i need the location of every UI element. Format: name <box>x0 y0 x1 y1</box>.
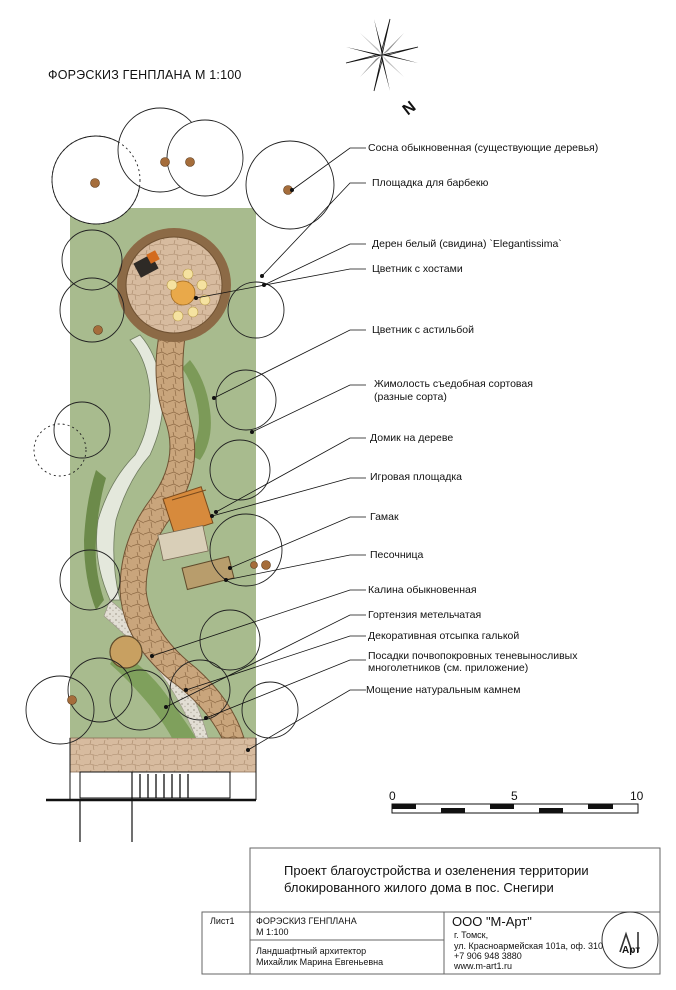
label-astilbe-bed: Цветник с астильбой <box>372 324 474 336</box>
project-title-line1: Проект благоустройства и озеленения терр… <box>284 863 589 878</box>
label-leaders <box>151 147 366 751</box>
label-honeysuckle-varieties: (разные сорта) <box>374 391 447 403</box>
label-honeysuckle: Жимолость съедобная сортовая <box>374 378 533 390</box>
compass-rose-icon <box>345 18 419 92</box>
stamp-author: Михайлик Марина Евгеньевна <box>256 957 384 967</box>
leader-arrows <box>150 188 294 752</box>
scale-bar <box>391 803 639 814</box>
stamp-phone: +7 906 948 3880 <box>454 951 522 961</box>
stamp-site: www.m-art1.ru <box>454 961 513 971</box>
title-block-frame <box>201 847 661 975</box>
label-viburnum: Калина обыкновенная <box>368 584 477 596</box>
stamp-sheet-title: ФОРЭСКИЗ ГЕНПЛАНА <box>256 916 357 926</box>
label-stone-paving: Мощение натуральным камнем <box>366 684 521 696</box>
page-title: ФОРЭСКИЗ ГЕНПЛАНА М 1:100 <box>48 68 242 82</box>
stone-paving <box>69 737 257 773</box>
garden-path <box>119 329 245 739</box>
label-treehouse: Домик на дереве <box>370 432 454 444</box>
tree-trunks <box>67 157 293 705</box>
round-bed <box>109 635 143 669</box>
stamp-role: Ландшафтный архитектор <box>256 946 367 956</box>
scale-tick-0: 0 <box>389 789 396 803</box>
company-logo-icon <box>601 911 659 969</box>
stamp-company: ООО "М-Арт" <box>452 914 532 929</box>
label-bbq: Площадка для барбекю <box>372 177 489 189</box>
label-playground: Игровая площадка <box>370 471 462 483</box>
label-pine: Сосна обыкновенная (существующие деревья… <box>368 142 599 154</box>
tree-house <box>162 486 214 536</box>
stamp-address1: г. Томск, <box>454 930 489 940</box>
stamp-address2: ул. Красноармейская 101а, оф. 310 <box>454 941 603 951</box>
label-pebble: Декоративная отсыпка галькой <box>368 630 520 642</box>
label-groundcover-appendix: многолетников (см. приложение) <box>368 662 529 674</box>
stamp-logo-text: Арт <box>622 945 641 956</box>
boundary-lines <box>46 738 257 842</box>
playground <box>157 525 209 561</box>
stamp-sheet-scale: М 1:100 <box>256 927 289 937</box>
label-hammock: Гамак <box>370 511 399 523</box>
scale-tick-10: 10 <box>630 789 644 803</box>
entrance-steps <box>139 774 189 798</box>
label-groundcover: Посадки почвопокровных теневыносливых <box>368 650 578 662</box>
scale-tick-5: 5 <box>511 789 518 803</box>
bbq-area <box>117 228 231 342</box>
stamp-sheet: Лист1 <box>210 916 235 926</box>
label-dogwood: Дерен белый (свидина) `Elegantissima` <box>372 238 562 250</box>
label-hosta-bed: Цветник с хостами <box>372 263 463 275</box>
label-hydrangea: Гортензия метельчатая <box>368 609 482 621</box>
project-title-line2: блокированного жилого дома в пос. Снегир… <box>284 880 554 895</box>
label-sandbox: Песочница <box>370 549 424 561</box>
perennial-beds <box>84 334 211 738</box>
